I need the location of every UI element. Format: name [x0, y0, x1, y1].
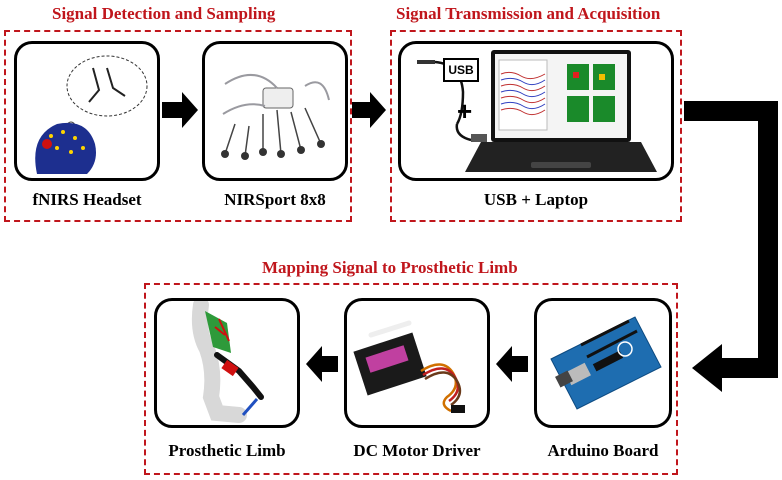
label-usb-laptop: USB + Laptop	[483, 190, 589, 209]
heading-mapping: Mapping Signal to Prosthetic Limb	[262, 258, 518, 277]
nirsport-device-illustration	[221, 74, 330, 160]
card-nirsport	[202, 41, 348, 181]
card-usb-laptop: USB +	[398, 41, 674, 181]
card-fnirs-headset	[14, 41, 160, 181]
label-nirsport: NIRSport 8x8	[224, 190, 326, 209]
label-dc-motor: DC Motor Driver	[353, 441, 481, 460]
fnirs-headset-illustration	[35, 55, 148, 174]
card-dc-motor	[344, 298, 490, 428]
arrow-right-icon	[352, 92, 386, 128]
card-arduino	[534, 298, 672, 428]
heading-transmission: Signal Transmission and Acquisition	[396, 4, 661, 23]
head-cap-icon	[35, 122, 96, 174]
prosthetic-limb-illustration	[191, 301, 264, 423]
legs-thought-icon	[88, 67, 126, 103]
arduino-board-illustration	[550, 316, 662, 410]
arrow-left-icon	[496, 346, 528, 382]
arrow-right-icon	[162, 92, 198, 128]
label-prosthetic-limb: Prosthetic Limb	[168, 441, 286, 460]
sensor-pad-icon	[205, 311, 231, 353]
label-fnirs-headset: fNIRS Headset	[32, 190, 142, 209]
group-transmission	[390, 30, 682, 222]
arrow-left-icon	[306, 346, 338, 382]
laptop-illustration	[417, 50, 657, 172]
plus-sign: +	[457, 96, 473, 126]
group-mapping	[144, 283, 678, 475]
label-arduino: Arduino Board	[547, 441, 659, 460]
group-detection	[4, 30, 352, 222]
servo-motor-illustration	[353, 320, 465, 413]
usb-tag: USB	[443, 58, 479, 82]
heading-detection: Signal Detection and Sampling	[52, 4, 276, 23]
elbow-arrow-icon	[684, 101, 778, 392]
card-prosthetic-limb	[154, 298, 300, 428]
